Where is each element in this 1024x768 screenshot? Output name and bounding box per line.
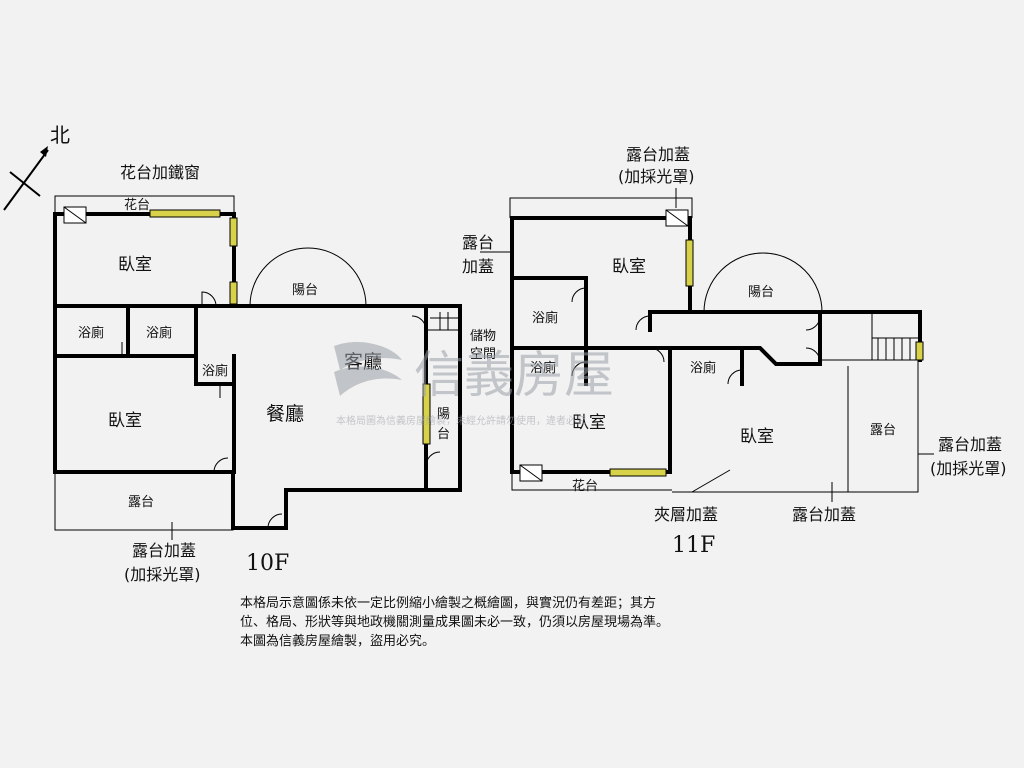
floor-10-plan <box>53 195 462 531</box>
label-10f-balcony-side-1: 陽 <box>437 407 450 422</box>
north-arrow-icon <box>3 146 49 211</box>
floor-11-plan <box>480 188 934 502</box>
label-11f-bedroom-right: 臥室 <box>740 427 774 447</box>
label-11f-mezzanine: 夾層加蓋 <box>654 505 718 524</box>
disclaimer-line-3: 本圖為信義房屋繪製，盜用必究。 <box>240 634 436 649</box>
label-10f-balcony: 陽台 <box>292 283 318 298</box>
label-11f-terrace-roof-top-1: 露台加蓋 <box>626 145 690 164</box>
ac-unit-icon <box>519 464 543 482</box>
floor-11-title: 11F <box>672 533 715 558</box>
label-10f-planter: 花台 <box>124 197 150 213</box>
label-11f-bedroom-left: 臥室 <box>572 413 606 433</box>
label-10f-planter-grille: 花台加鐵窗 <box>120 163 200 182</box>
label-10f-terrace-roof-1: 露台加蓋 <box>132 541 196 560</box>
floor-10-title: 10F <box>246 551 289 576</box>
label-10f-bedroom-bottom: 臥室 <box>108 411 142 431</box>
label-11f-terrace-left-1: 露台 <box>462 233 494 252</box>
label-11f-bath-1: 浴廁 <box>532 310 558 326</box>
disclaimer-line-2: 位、格局、形狀等與地政機關測量成果圖未必一致，仍須以房屋現場為準。 <box>240 615 670 630</box>
disclaimer-line-1: 本格局示意圖係未依一定比例縮小繪製之概繪圖，與實況仍有差距；其方 <box>240 596 657 611</box>
watermark-notice: 本格局圖為信義房屋繪製，未經允許請勿使用，違者必究 <box>336 414 586 427</box>
label-11f-balcony: 陽台 <box>748 285 774 300</box>
label-11f-terrace-roof-right-1: 露台加蓋 <box>938 435 1002 454</box>
label-10f-bath-left: 浴廁 <box>78 325 104 341</box>
label-11f-terrace-roof-bottom: 露台加蓋 <box>792 505 856 524</box>
label-11f-bedroom-top: 臥室 <box>612 257 646 277</box>
label-10f-terrace: 露台 <box>128 495 154 510</box>
ac-unit-icon <box>665 209 689 227</box>
label-11f-terrace-roof-right-2: (加採光罩) <box>930 459 1007 478</box>
watermark: 信義房屋 本格局圖為信義房屋繪製，未經允許請勿使用，違者必究 <box>334 341 614 427</box>
brand-logo-icon <box>334 341 402 396</box>
label-11f-terrace-roof-top-2: (加採光罩) <box>618 167 695 186</box>
label-10f-storage-2: 空間 <box>470 347 496 362</box>
watermark-brand: 信義房屋 <box>414 346 614 404</box>
label-11f-terrace-left-2: 加蓋 <box>462 257 494 276</box>
label-10f-bedroom-top: 臥室 <box>118 255 152 275</box>
label-10f-bath-mid: 浴廁 <box>146 325 172 341</box>
label-11f-planter: 花台 <box>572 478 598 494</box>
label-10f-storage-1: 儲物 <box>470 329 496 344</box>
north-label: 北 <box>50 123 70 147</box>
disclaimer: 本格局示意圖係未依一定比例縮小繪製之概繪圖，與實況仍有差距；其方 位、格局、形狀… <box>240 594 800 651</box>
label-10f-balcony-side-2: 台 <box>437 427 450 442</box>
label-11f-bath-3: 浴廁 <box>690 360 716 376</box>
label-11f-bath-2: 浴廁 <box>530 360 556 376</box>
ac-unit-icon <box>63 206 87 224</box>
label-11f-terrace-right: 露台 <box>870 423 896 438</box>
label-10f-dining: 餐廳 <box>266 403 304 425</box>
label-10f-bath-small: 浴廁 <box>202 363 228 379</box>
label-10f-terrace-roof-2: (加採光罩) <box>124 565 201 584</box>
